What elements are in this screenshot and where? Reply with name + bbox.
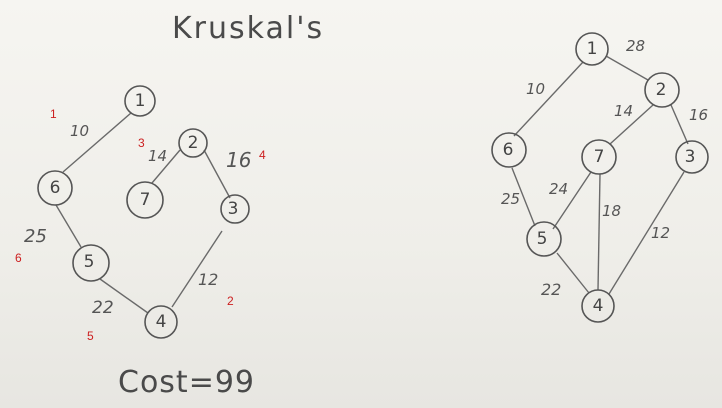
- graph-edge-7-5: [552, 171, 592, 230]
- mst-node-4: 4: [144, 305, 178, 339]
- graph-weight-7-5: 24: [549, 180, 568, 198]
- graph-edge-2-7: [609, 104, 654, 145]
- mst-node-4-label: 4: [156, 312, 167, 332]
- mst-tree: 1 6 2 7 3 5 4 10 14 16 25 22: [15, 85, 266, 343]
- graph-node-1: 1: [575, 32, 609, 66]
- graph-node-3-label: 3: [685, 147, 696, 167]
- graph-node-6: 6: [491, 132, 527, 168]
- mst-weight-6-5: 25: [24, 226, 47, 247]
- graph-edge-1-2: [605, 55, 649, 81]
- graph-node-1-label: 1: [587, 39, 598, 59]
- graph-edge-2-3: [670, 104, 689, 145]
- order-mark-1: 1: [50, 107, 57, 121]
- mst-node-2: 2: [178, 128, 208, 158]
- mst-weight-2-3: 16: [226, 148, 251, 172]
- mst-edge-5-4: [99, 278, 149, 314]
- graph-node-7: 7: [581, 139, 617, 175]
- mst-weight-3-4: 12: [198, 270, 218, 289]
- graph-weight-2-3: 16: [689, 106, 708, 124]
- mst-weight-2-7: 14: [148, 147, 167, 165]
- order-mark-4: 4: [259, 148, 266, 162]
- graph-edge-7-4: [597, 173, 601, 291]
- mst-node-3-label: 3: [228, 199, 239, 219]
- graph-edge-3-4: [608, 171, 685, 295]
- graph-node-5-label: 5: [537, 229, 548, 249]
- graph-node-6-label: 6: [503, 140, 514, 160]
- mst-edge-1-6: [62, 112, 132, 173]
- mst-weight-1-6: 10: [70, 122, 89, 140]
- mst-node-1: 1: [124, 85, 156, 117]
- mst-node-5: 5: [72, 244, 110, 282]
- graph-weight-1-6: 10: [526, 80, 545, 98]
- graph-weight-2-7: 14: [614, 102, 633, 120]
- order-mark-5: 5: [87, 329, 94, 343]
- mst-node-2-label: 2: [188, 133, 199, 153]
- title: Kruskal's: [172, 11, 324, 46]
- order-mark-2: 2: [227, 294, 234, 308]
- graph-node-2-label: 2: [656, 80, 667, 100]
- graph-node-4-label: 4: [593, 296, 604, 316]
- mst-node-1-label: 1: [135, 91, 146, 111]
- graph-edge-6-5: [511, 167, 536, 227]
- mst-node-5-label: 5: [84, 252, 95, 272]
- order-mark-6: 6: [15, 251, 22, 265]
- graph-weight-3-4: 12: [651, 224, 670, 242]
- graph-weight-6-5: 25: [501, 190, 520, 208]
- mst-node-3: 3: [220, 194, 250, 224]
- mst-node-6: 6: [37, 170, 73, 206]
- original-graph: 1 2 6 7 3 5 4 28 10 14 16 25: [491, 32, 709, 323]
- graph-node-3: 3: [675, 140, 709, 174]
- graph-node-2: 2: [644, 72, 680, 108]
- order-mark-3: 3: [138, 136, 145, 150]
- graph-weight-5-4: 22: [541, 280, 561, 299]
- cost-label: Cost=99: [118, 365, 255, 400]
- graph-node-7-label: 7: [594, 147, 605, 167]
- graph-node-4: 4: [581, 289, 615, 323]
- mst-node-7: 7: [126, 181, 164, 219]
- graph-node-5: 5: [526, 221, 562, 257]
- graph-edge-1-6: [513, 61, 584, 137]
- mst-weight-5-4: 22: [92, 298, 114, 318]
- graph-edge-5-4: [556, 252, 590, 294]
- graph-weight-1-2: 28: [626, 37, 645, 55]
- mst-edge-2-7: [151, 149, 181, 184]
- mst-edge-2-3: [203, 149, 231, 199]
- mst-node-6-label: 6: [50, 178, 61, 198]
- graph-weight-7-4: 18: [602, 202, 621, 220]
- mst-edge-3-4: [171, 230, 223, 308]
- mst-edge-6-5: [55, 204, 82, 248]
- mst-node-7-label: 7: [140, 190, 151, 210]
